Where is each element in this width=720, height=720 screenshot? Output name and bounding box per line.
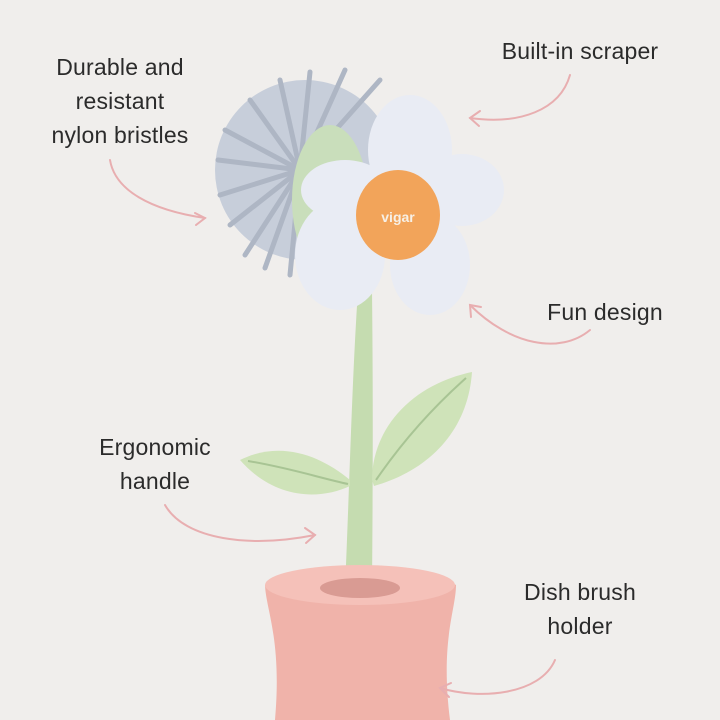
flower-center <box>356 170 440 260</box>
callout-text: holder <box>547 613 613 639</box>
callout-text: Fun design <box>547 299 663 325</box>
callout-scraper: Built-in scraper <box>470 34 690 68</box>
callout-holder: Dish brush holder <box>495 575 665 643</box>
callout-text: handle <box>119 468 191 494</box>
callout-text: Durable and <box>56 54 184 80</box>
callout-text: Dish brush <box>524 579 636 605</box>
brand-mark: vigar <box>381 209 415 225</box>
callout-text: resistant <box>75 88 165 114</box>
left-leaf <box>240 450 350 495</box>
callout-handle: Ergonomic handle <box>70 430 240 498</box>
flower-head <box>295 95 504 315</box>
callout-fun-design: Fun design <box>520 295 690 329</box>
vase <box>265 565 456 720</box>
callout-text: nylon bristles <box>51 122 189 148</box>
stem <box>345 290 373 590</box>
callout-arrows <box>109 74 591 698</box>
right-leaf <box>372 372 472 486</box>
callout-bristles: Durable and resistant nylon bristles <box>30 50 210 152</box>
callout-text: Ergonomic <box>99 434 211 460</box>
callout-text: Built-in scraper <box>501 38 659 64</box>
